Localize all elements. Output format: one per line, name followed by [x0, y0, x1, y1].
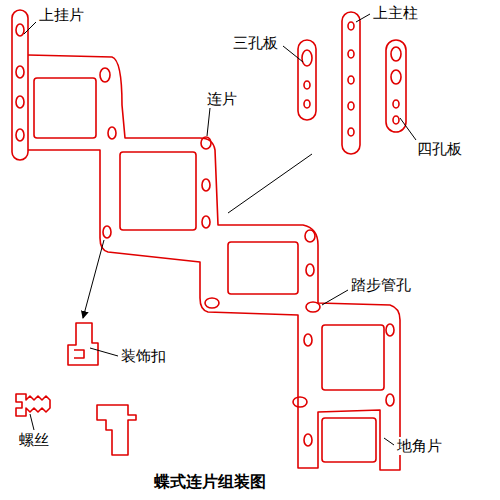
- part-label: 上挂片: [38, 6, 85, 24]
- part-label: 装饰扣: [120, 347, 167, 365]
- part-label: 踏步管孔: [350, 276, 412, 294]
- part-label: 连片: [206, 90, 238, 108]
- part-label: 上主柱: [372, 4, 419, 22]
- drawing-title: 蝶式连片组装图: [154, 472, 266, 491]
- part-label: 四孔板: [416, 140, 463, 158]
- part-label: 螺丝: [18, 431, 50, 449]
- part-label: 地角片: [396, 437, 443, 455]
- part-label: 三孔板: [232, 34, 279, 52]
